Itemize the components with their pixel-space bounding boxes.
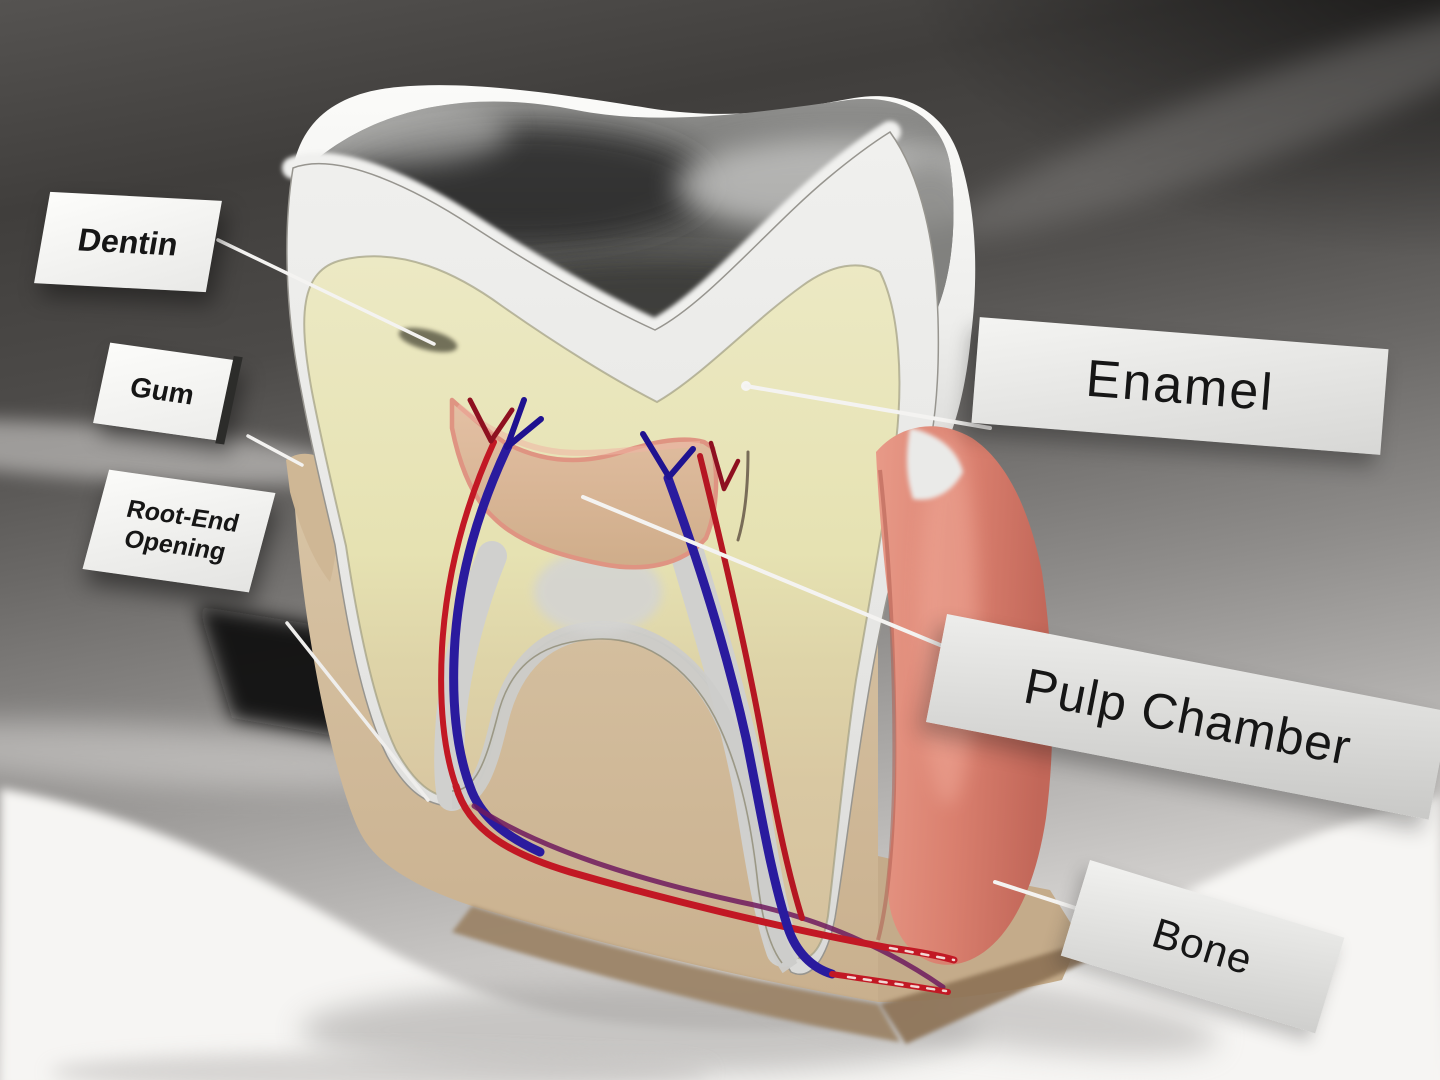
crown-gumline-edge bbox=[906, 428, 963, 500]
backdrop-light-streaks bbox=[0, 1, 1440, 789]
blood-vessels bbox=[438, 397, 958, 995]
root-end-leader-line bbox=[285, 621, 430, 802]
enamel-label-text: Enamel bbox=[1083, 349, 1277, 423]
dentin-leader-line bbox=[216, 238, 436, 346]
dentin-label: Dentin bbox=[34, 191, 222, 293]
leader-lines bbox=[216, 238, 1102, 918]
furcation-arch bbox=[451, 620, 798, 974]
chamber-floor bbox=[534, 550, 662, 634]
enamel-leader-line bbox=[744, 384, 992, 430]
pulp-chamber-leader-line bbox=[581, 495, 959, 654]
gum-leader-line bbox=[246, 434, 304, 467]
gum-label-text: Gum bbox=[127, 371, 197, 411]
bone-label-text: Bone bbox=[1147, 908, 1259, 984]
dentin-label-text: Dentin bbox=[75, 221, 181, 262]
